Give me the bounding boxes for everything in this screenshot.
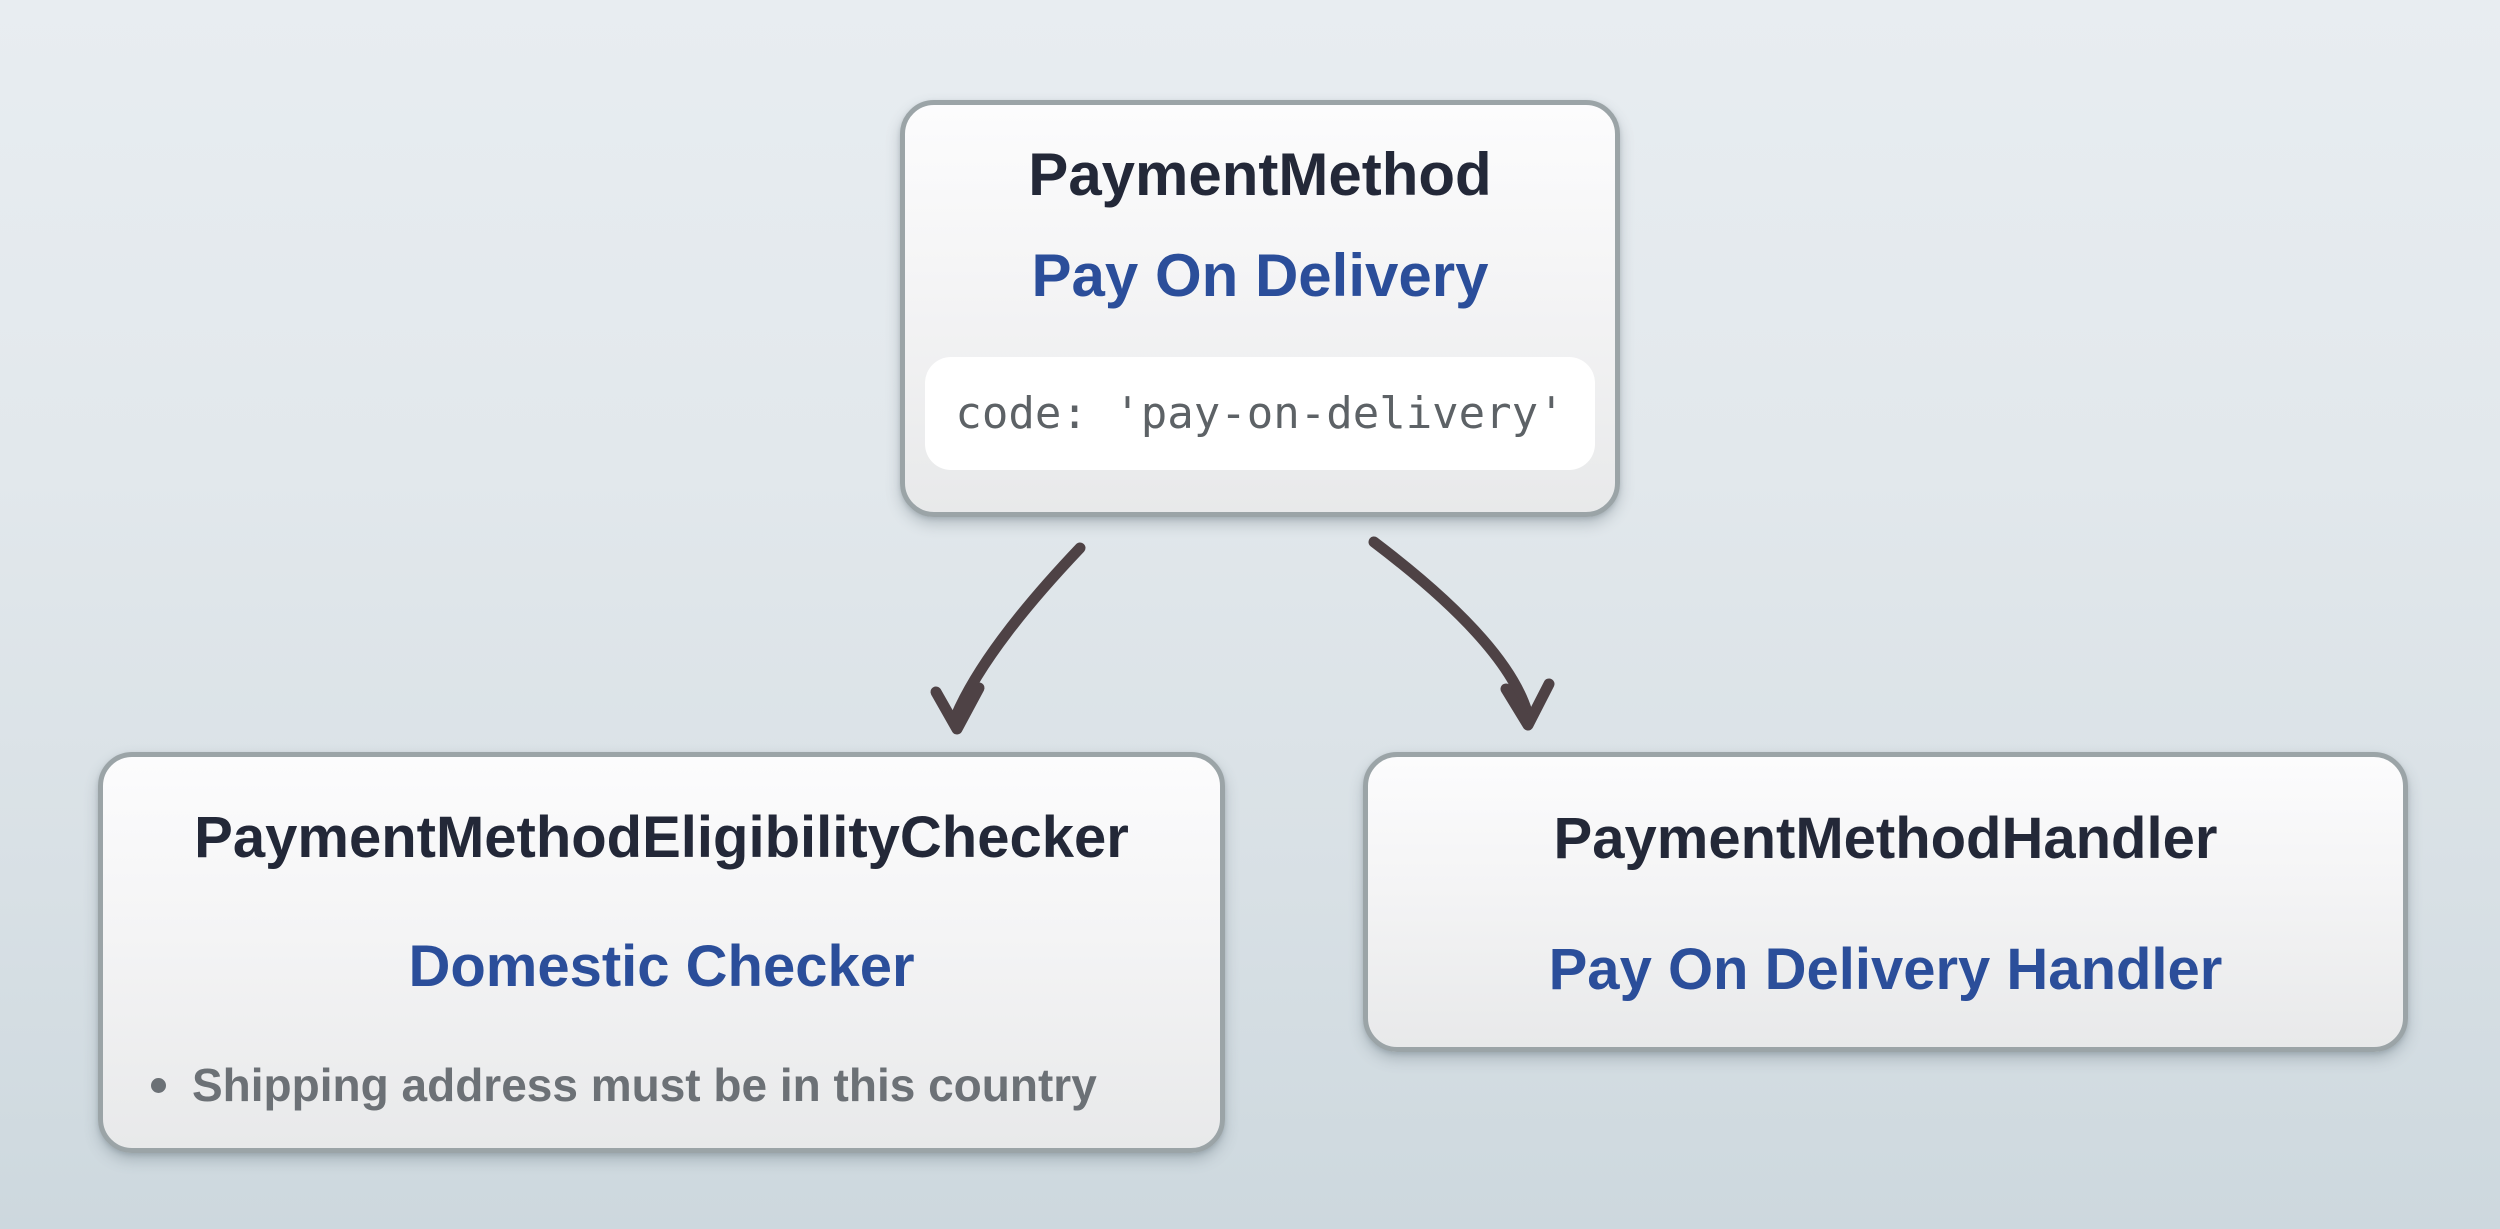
payment-method-title: PaymentMethod	[1028, 141, 1492, 208]
arrow-to-handler	[1368, 536, 1533, 718]
payment-method-code-chip: code: 'pay-on-delivery'	[925, 357, 1595, 470]
eligibility-checker-subtitle: Domestic Checker	[408, 934, 915, 999]
eligibility-rule-text: Shipping address must be in this country	[192, 1059, 1097, 1111]
payment-method-code: code: 'pay-on-delivery'	[955, 388, 1565, 439]
handler-subtitle: Pay On Delivery Handler	[1548, 937, 2223, 1002]
handler-node: PaymentMethodHandler Pay On Delivery Han…	[1363, 752, 2408, 1052]
bullet-icon	[151, 1077, 166, 1093]
arrowhead-to-handler-icon	[1500, 678, 1555, 731]
arrow-to-eligibility-checker	[950, 542, 1086, 722]
payment-method-node: PaymentMethod Pay On Delivery code: 'pay…	[900, 100, 1620, 517]
eligibility-checker-title: PaymentMethodEligibilityChecker	[194, 805, 1129, 870]
eligibility-checker-node: PaymentMethodEligibilityChecker Domestic…	[98, 752, 1225, 1153]
arrowhead-to-eligibility-checker-icon	[930, 682, 985, 735]
handler-title: PaymentMethodHandler	[1553, 806, 2218, 871]
eligibility-rule-item: Shipping address must be in this country	[151, 1058, 1200, 1112]
payment-method-subtitle: Pay On Delivery	[1031, 242, 1489, 309]
